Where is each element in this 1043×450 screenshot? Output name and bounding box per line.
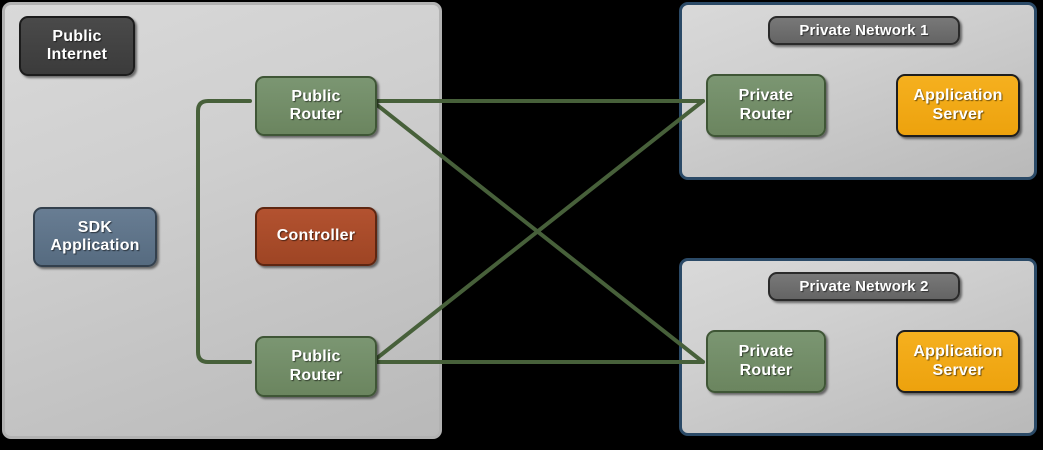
- private-router-2-label: Private Router: [738, 343, 794, 379]
- node-sdk-application[interactable]: SDK Application: [33, 207, 157, 267]
- node-private-router-1[interactable]: Private Router: [706, 74, 826, 137]
- zone-private-network-2: Private Network 2 Private Router Applica…: [679, 258, 1037, 436]
- public-router-2-label: Public Router: [289, 348, 343, 384]
- node-private-router-2[interactable]: Private Router: [706, 330, 826, 393]
- public-router-1-label: Public Router: [289, 87, 343, 123]
- application-server-2-label: Application Server: [913, 343, 1003, 379]
- public-internet-label: Public Internet: [46, 27, 108, 63]
- badge-private-network-1: Private Network 1: [768, 16, 960, 45]
- private-network-1-label: Private Network 1: [799, 21, 929, 39]
- label-public-internet: Public Internet: [19, 16, 135, 76]
- node-application-server-1[interactable]: Application Server: [896, 74, 1020, 137]
- sdk-application-label: SDK Application: [50, 218, 140, 254]
- node-controller[interactable]: Controller: [255, 207, 377, 266]
- application-server-1-label: Application Server: [913, 87, 1003, 123]
- node-application-server-2[interactable]: Application Server: [896, 330, 1020, 393]
- zone-private-network-1: Private Network 1 Private Router Applica…: [679, 2, 1037, 180]
- node-public-router-2[interactable]: Public Router: [255, 336, 377, 397]
- zone-public-internet: Public Internet SDK Application Public R…: [2, 2, 442, 439]
- private-router-1-label: Private Router: [738, 87, 794, 123]
- badge-private-network-2: Private Network 2: [768, 272, 960, 301]
- controller-label: Controller: [276, 227, 356, 245]
- private-network-2-label: Private Network 2: [799, 277, 929, 295]
- node-public-router-1[interactable]: Public Router: [255, 76, 377, 136]
